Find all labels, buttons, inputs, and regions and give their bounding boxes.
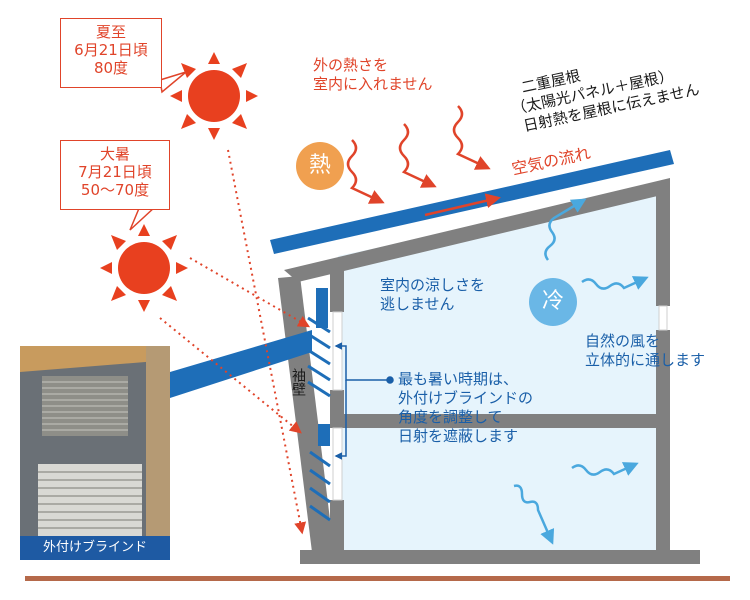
text-line: 外付けブラインドの xyxy=(398,389,534,407)
right-wall-lower xyxy=(656,330,670,552)
outside-heat-label: 外の熱さを 室内に入れません xyxy=(313,56,433,94)
window-right xyxy=(658,305,668,331)
cool-wind-arrows xyxy=(513,198,649,545)
callout-line: 6月21日頃 xyxy=(74,41,148,59)
sode-wall-label: 袖壁 xyxy=(290,368,306,396)
callout-line: 80度 xyxy=(93,59,129,77)
text-line: 逃しません xyxy=(380,295,455,313)
ground-floor-slab xyxy=(300,550,700,564)
keep-cool-label: 室内の涼しさを 逃しません xyxy=(380,276,485,314)
callout-line: 夏至 xyxy=(95,23,126,41)
photo-pointer xyxy=(170,330,312,398)
callout-line: 大暑 xyxy=(99,145,130,163)
right-wall xyxy=(656,186,670,306)
heat-badge: 熱 xyxy=(308,153,331,178)
ground-line xyxy=(25,576,730,581)
callout-tail xyxy=(159,71,187,94)
sun-ray xyxy=(227,149,307,535)
external-blind-photo: 外付けブラインド xyxy=(20,346,170,560)
airflow-arrow xyxy=(424,193,501,217)
cool-badge-circle xyxy=(529,278,577,326)
natural-wind-label: 自然の風を 立体的に通します xyxy=(585,332,705,370)
summer-solstice-callout: 夏至 6月21日頃 80度 xyxy=(60,18,162,88)
text-line: 最も暑い時期は、 xyxy=(398,370,519,388)
sun-ray xyxy=(159,317,302,434)
cool-badge: 冷 xyxy=(541,289,564,314)
text-line: 角度を調整して xyxy=(398,408,503,426)
text-line: 日射を遮蔽します xyxy=(398,427,519,445)
callout-line: 7月21日頃 xyxy=(78,163,152,181)
great-heat-sun-icon xyxy=(100,224,188,312)
heat-wave-arrows xyxy=(346,105,491,204)
window-upper xyxy=(332,311,343,391)
solar-panel-roof xyxy=(270,150,674,254)
second-floor-slab xyxy=(330,414,670,428)
callout-line: 50〜70度 xyxy=(80,181,150,199)
text-line: 室内に入れません xyxy=(313,75,433,93)
great-heat-callout: 大暑 7月21日頃 50〜70度 xyxy=(60,140,170,210)
interior-space xyxy=(338,188,660,552)
left-wall-upper xyxy=(330,262,344,312)
text-line: 外の熱さを xyxy=(313,56,389,74)
heat-badge-circle xyxy=(296,142,344,190)
blind-note-pointer xyxy=(334,342,394,460)
text-line: 室内の涼しさを xyxy=(380,276,486,294)
blind-note-label: 最も暑い時期は、 外付けブラインドの 角度を調整して 日射を遮蔽します xyxy=(398,370,533,446)
text-line: 自然の風を xyxy=(585,332,661,350)
external-blind-lower xyxy=(309,424,331,522)
photo-caption: 外付けブラインド xyxy=(20,536,170,560)
text-line: 立体的に通します xyxy=(585,351,706,369)
window-lower xyxy=(332,427,343,501)
photo-drawing xyxy=(20,346,170,560)
summer-solstice-sun-icon xyxy=(170,52,258,140)
left-wall-lower xyxy=(330,500,344,552)
